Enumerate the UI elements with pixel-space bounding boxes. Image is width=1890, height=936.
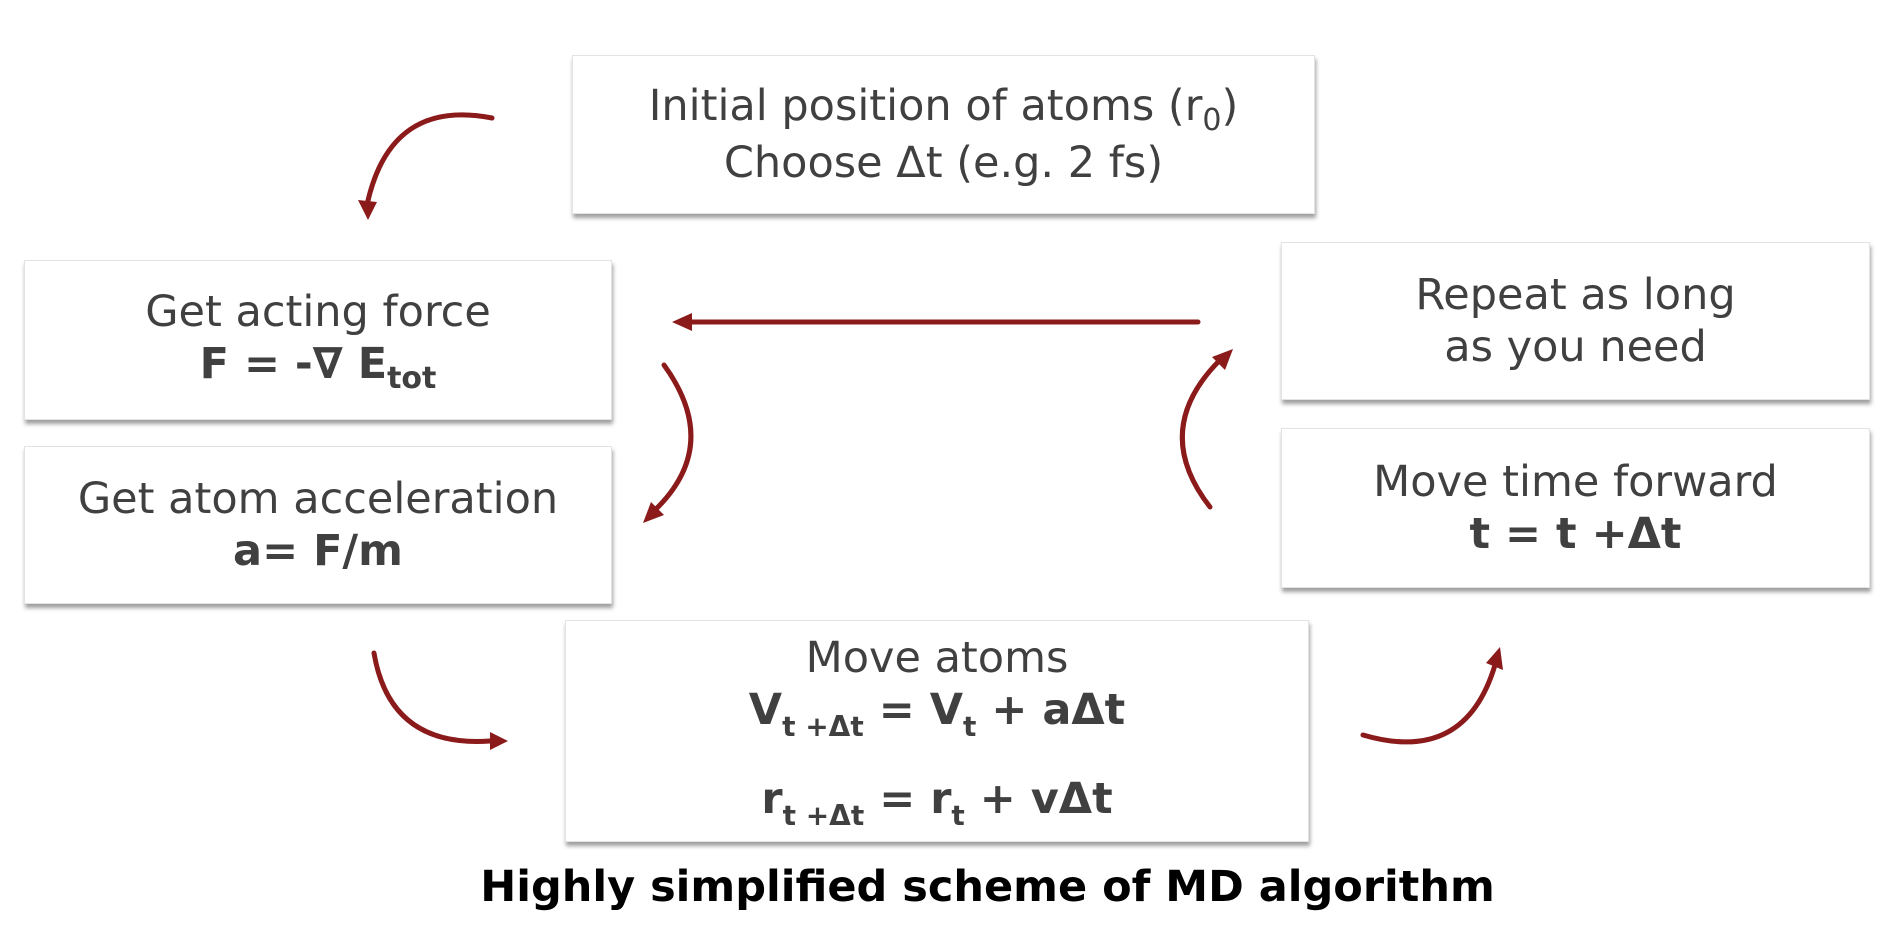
initial-line-2: Choose Δt (e.g. 2 fs): [723, 138, 1164, 188]
force-equation-main: F = -∇ E: [199, 338, 388, 389]
velocity-eq-rhs: = V: [863, 685, 963, 735]
arrowhead-repeat-to-force: [672, 313, 692, 331]
accel-equation: a= F/m: [233, 526, 403, 576]
diagram-caption: Highly simplified scheme of MD algorithm: [480, 862, 1495, 912]
initial-line1-text: Initial position of atoms (r: [648, 81, 1203, 131]
arrow-accel-to-move: [371, 650, 493, 744]
velocity-eq-term: + aΔt: [976, 685, 1126, 735]
position-eq-term: + vΔt: [964, 774, 1113, 824]
accel-title: Get atom acceleration: [77, 474, 559, 524]
move-time-box: Move time forward t = t +Δt: [1281, 428, 1870, 588]
arrow-move-to-time: [1360, 662, 1498, 745]
initial-line1-close: ): [1221, 81, 1239, 131]
arrowhead-move-to-time: [1486, 647, 1503, 670]
arrow-initial-to-force: [364, 112, 495, 208]
repeat-line-2: as you need: [1444, 322, 1707, 372]
move-atoms-title: Move atoms: [805, 633, 1069, 683]
velocity-eq-lhs: V: [748, 685, 783, 735]
initial-position-box: Initial position of atoms (r0) Choose Δt…: [572, 55, 1315, 214]
force-equation-subscript: tot: [387, 360, 437, 396]
initial-line-1: Initial position of atoms (r0): [648, 80, 1239, 138]
acceleration-box: Get atom acceleration a= F/m: [24, 446, 612, 604]
velocity-eq-lhs-subscript: t +Δt: [782, 710, 864, 743]
position-equation: rt +Δt = rt + vΔt: [761, 773, 1113, 832]
move-atoms-box: Move atoms Vt +Δt = Vt + aΔt rt +Δt = rt…: [565, 620, 1309, 842]
repeat-box: Repeat as long as you need: [1281, 242, 1870, 400]
repeat-line-1: Repeat as long: [1415, 270, 1736, 320]
position-eq-rhs-subscript: t: [951, 799, 965, 832]
velocity-equation: Vt +Δt = Vt + aΔt: [748, 684, 1126, 743]
position-eq-lhs-subscript: t +Δt: [782, 799, 865, 832]
position-eq-rhs: = r: [864, 774, 952, 824]
force-equation: F = -∇ Etot: [199, 338, 437, 396]
arrow-time-to-repeat: [1179, 357, 1223, 510]
initial-line1-subscript: 0: [1202, 103, 1222, 138]
acting-force-box: Get acting force F = -∇ Etot: [24, 260, 612, 420]
arrowhead-accel-to-move: [490, 732, 508, 750]
position-eq-lhs: r: [761, 774, 783, 824]
arrowhead-force-to-accel: [643, 502, 664, 523]
velocity-eq-rhs-subscript: t: [962, 710, 977, 743]
time-equation: t = t +Δt: [1469, 509, 1682, 559]
time-title: Move time forward: [1373, 457, 1778, 507]
arrow-force-to-accel: [652, 362, 694, 513]
arrowhead-initial-to-force: [358, 200, 377, 220]
force-title: Get acting force: [145, 286, 491, 337]
arrowhead-time-to-repeat: [1212, 349, 1233, 370]
